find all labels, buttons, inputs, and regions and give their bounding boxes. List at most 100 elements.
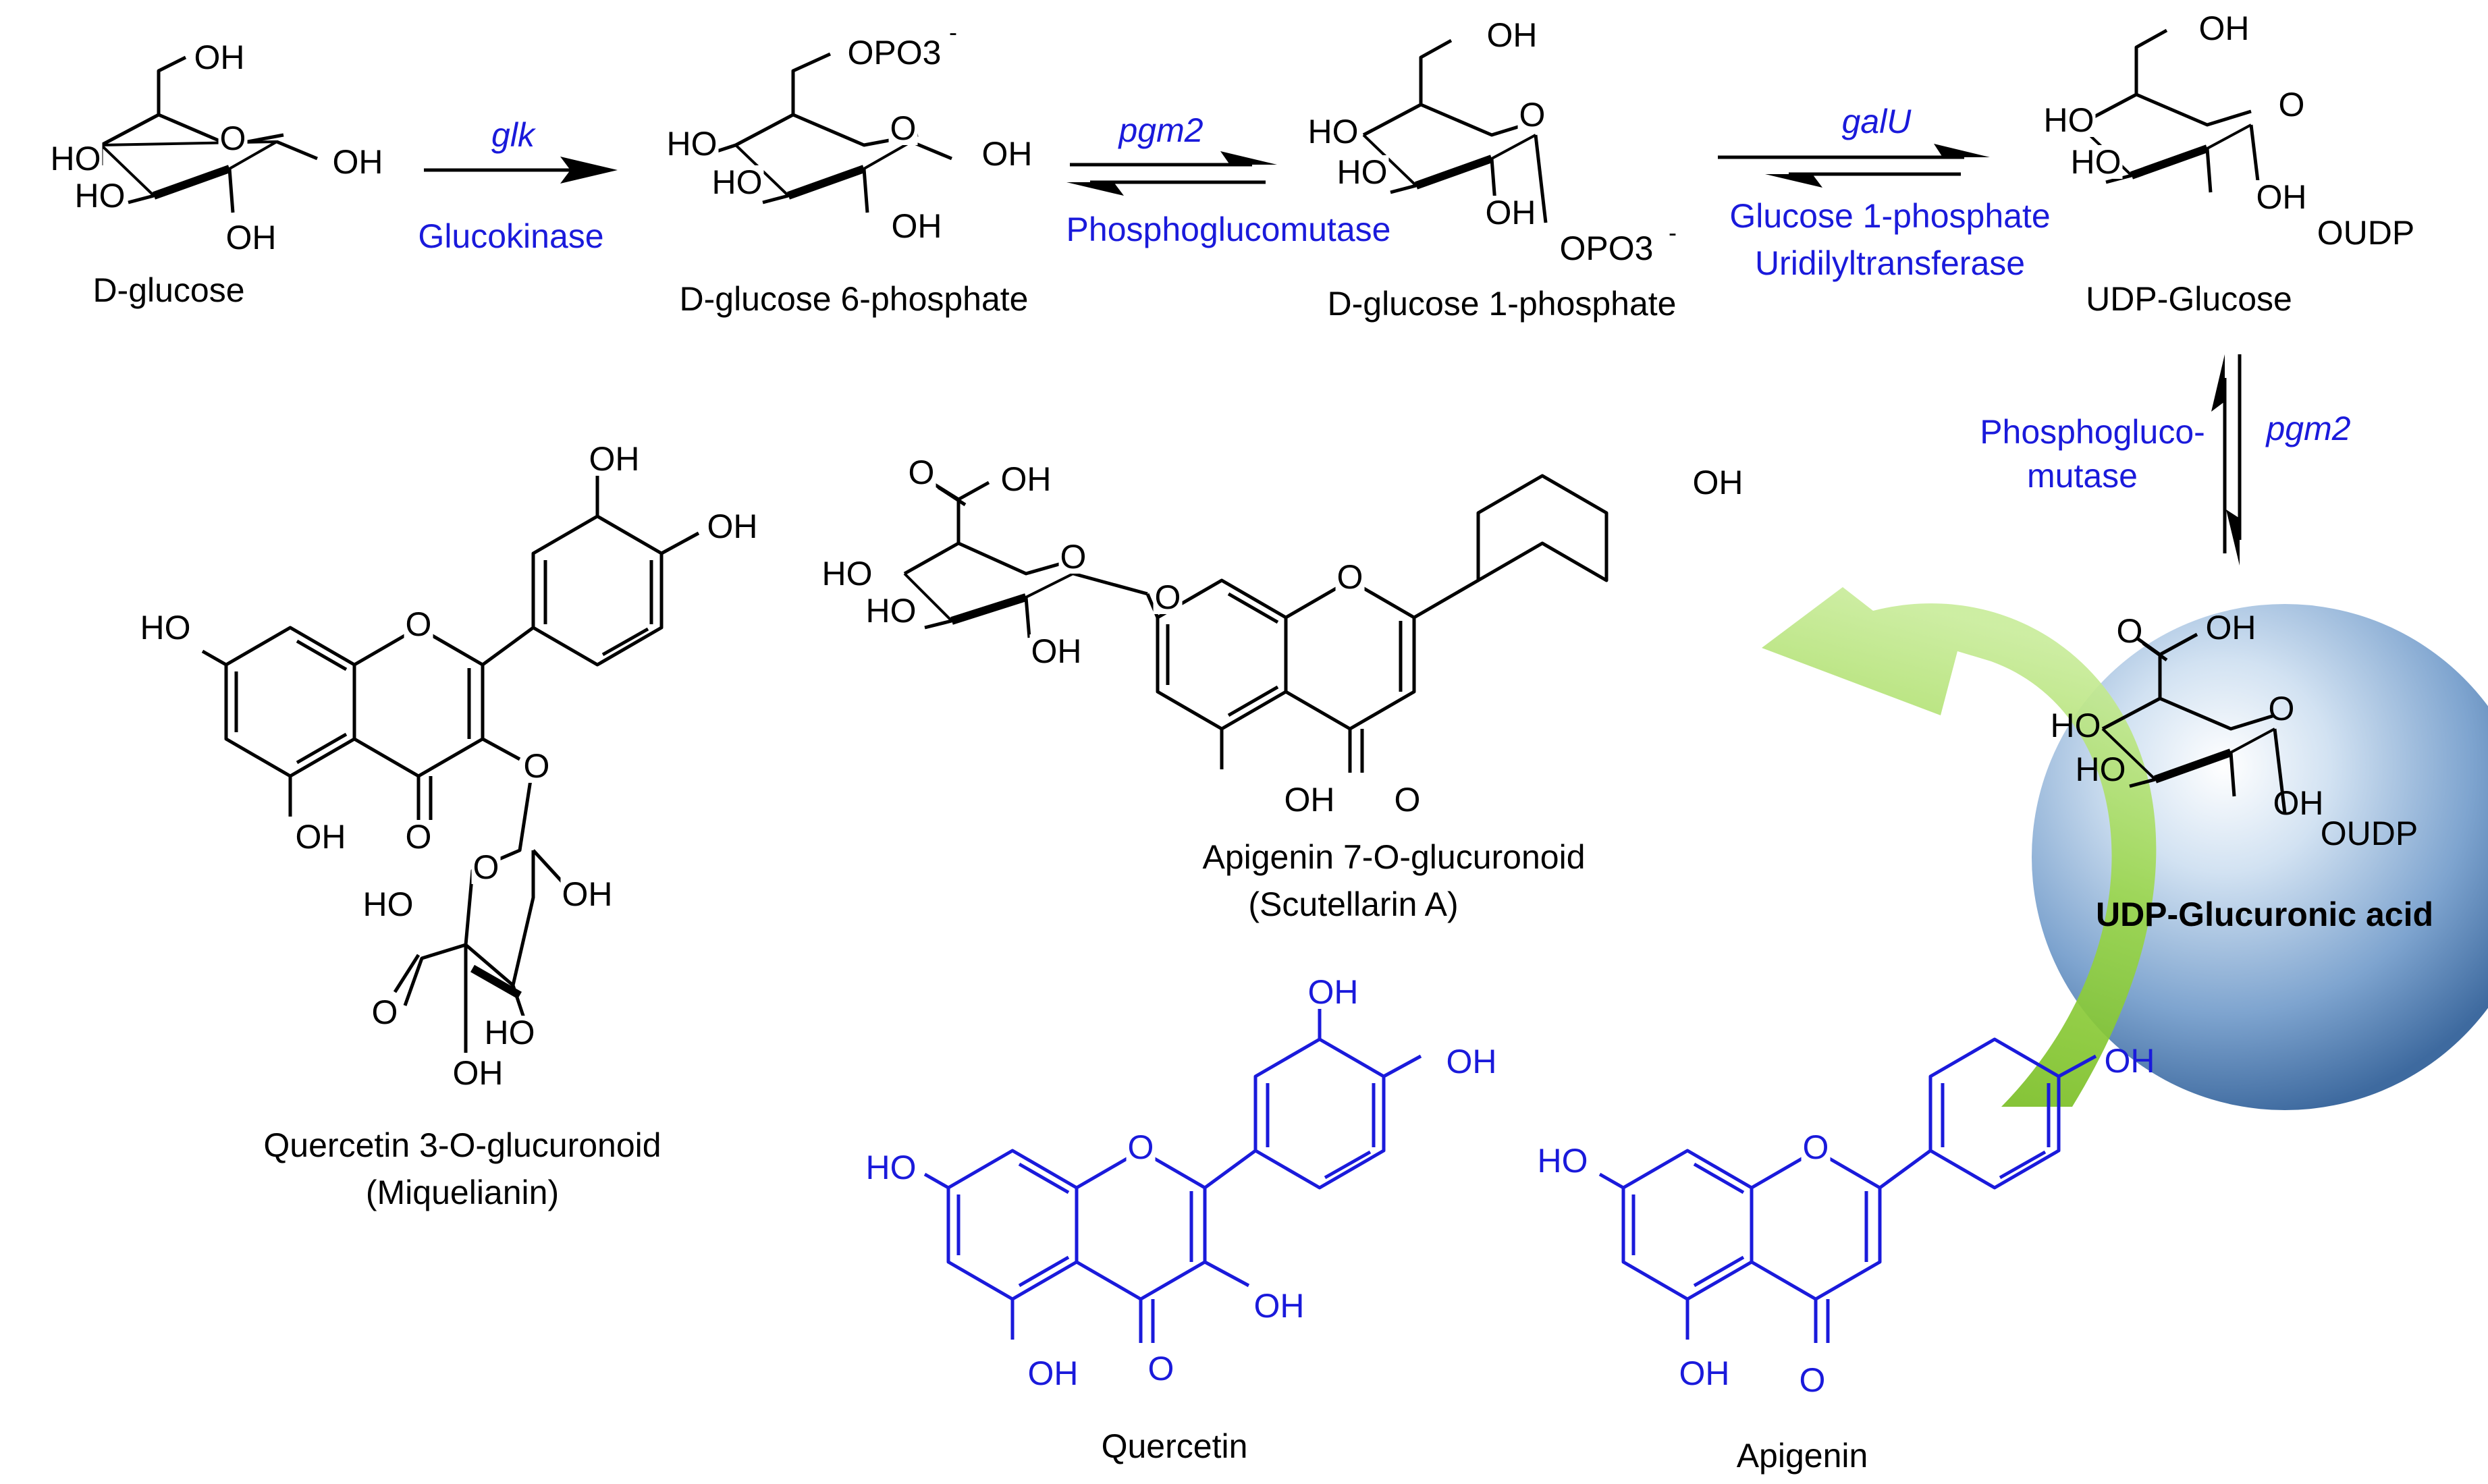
- atom-label: HO: [2075, 750, 2126, 788]
- atom-label: O: [522, 747, 551, 785]
- atom-label: O: [1126, 1128, 1156, 1166]
- atom-label: OH: [192, 38, 246, 76]
- atom-label: OH: [1282, 781, 1336, 819]
- atom-label: HO: [483, 1014, 537, 1051]
- arrow-pgm2-vertical: [2211, 354, 2242, 566]
- atom-label: O: [1797, 1361, 1827, 1399]
- atom-label: OH: [890, 207, 944, 245]
- label-pgm2b-gene: pgm2: [2266, 410, 2351, 447]
- atom-label: OH: [1029, 632, 1083, 670]
- label-galU-name-1: Glucose 1-phosphate: [1729, 197, 2051, 235]
- atom-label: HO: [1536, 1142, 1590, 1180]
- atom-label: O: [1801, 1128, 1831, 1166]
- label-udp-glucuronic-acid: UDP-Glucuronic acid: [2095, 896, 2434, 933]
- atom-label: OPO3: [846, 34, 943, 72]
- quercetin-structure: [923, 995, 1422, 1343]
- atom-label: HO: [49, 140, 103, 177]
- atom-label: OH: [2197, 9, 2251, 47]
- glucuronyl-transfer-arrow: [1762, 587, 2157, 1107]
- atom-label: O: [1335, 558, 1365, 596]
- atom-label: O: [404, 818, 433, 856]
- atom-label: OH: [587, 440, 641, 478]
- label-apigenin-glucuronoid: Apigenin 7-O-glucuronoid: [1202, 838, 1586, 876]
- atom-label: HO: [73, 177, 127, 215]
- label-udp-glucose: UDP-Glucose: [2086, 280, 2292, 318]
- udp-glucose-structure: [2078, 28, 2263, 210]
- atom-label: O: [2268, 690, 2295, 727]
- atom-label: HO: [138, 609, 192, 647]
- label-phosphoglucomutase: Phosphoglucomutase: [1066, 211, 1391, 248]
- atom-label: HO: [2050, 707, 2101, 744]
- atom-label: OH: [705, 507, 759, 545]
- atom-label: OH: [224, 219, 278, 256]
- atom-label: OH: [1484, 194, 1538, 231]
- label-pgm2-gene: pgm2: [1118, 111, 1204, 149]
- atom-label: OH: [1485, 16, 1539, 54]
- atom-label: HO: [2042, 101, 2096, 139]
- atom-label: O: [888, 109, 918, 147]
- atom-label: O: [471, 848, 501, 886]
- atom-label: O: [1392, 781, 1422, 819]
- atom-label: OH: [999, 460, 1053, 498]
- atom-label: OPO3: [1558, 229, 1655, 267]
- label-quercetin-glucuronoid-alt: (Miquelianin): [365, 1174, 560, 1211]
- label-apigenin: Apigenin: [1736, 1437, 1868, 1475]
- quercetin-glucuronoid-structure: [201, 472, 700, 1053]
- atom-label: OH: [294, 818, 348, 856]
- label-pgm2b-name-2: mutase: [2027, 457, 2138, 495]
- arrow-galU-equilibrium: [1718, 144, 1990, 188]
- label-pgm2b-name-1: Phosphogluco-: [1980, 413, 2205, 451]
- atom-label: OH: [1252, 1287, 1306, 1325]
- atom-label: O: [404, 605, 433, 643]
- atom-label: O: [1058, 538, 1088, 576]
- arrow-glk: [424, 157, 618, 184]
- atom-label: OUDP: [2320, 815, 2418, 852]
- udp-glucuronic-structure: [2101, 632, 2287, 814]
- atom-label: OUDP: [2315, 214, 2416, 252]
- atom-label: O: [1517, 96, 1547, 134]
- atom-label: OH: [1306, 973, 1360, 1011]
- label-glucokinase: Glucokinase: [418, 217, 604, 255]
- atom-label: OH: [1677, 1354, 1731, 1392]
- atom-label: O: [370, 993, 400, 1031]
- atom-label: HO: [1335, 153, 1389, 191]
- atom-label: O: [1146, 1350, 1176, 1387]
- label-apigenin-glucuronoid-alt: (Scutellarin A): [1248, 885, 1459, 923]
- atom-label: HO: [2069, 143, 2123, 181]
- label-quercetin: Quercetin: [1101, 1427, 1248, 1465]
- atom-label: HO: [710, 163, 764, 201]
- atom-label: -: [1669, 219, 1677, 246]
- atom-label: O: [1153, 578, 1183, 616]
- label-glk-gene: glk: [491, 116, 535, 154]
- label-d-glucose: D-glucose: [92, 271, 245, 309]
- atom-label: HO: [1306, 113, 1360, 150]
- udp-glucuronic-sphere: [2032, 604, 2488, 1110]
- atom-label: O: [218, 119, 248, 157]
- d-glucose-structure: [99, 55, 318, 213]
- atom-label: HO: [864, 1149, 918, 1186]
- atom-label: -: [949, 18, 957, 46]
- atom-label: HO: [665, 125, 719, 163]
- atom-label: OH: [2254, 178, 2308, 216]
- arrow-pgm2-equilibrium: [1066, 151, 1277, 196]
- atom-label: OH: [451, 1054, 505, 1092]
- label-g1p: D-glucose 1-phosphate: [1327, 285, 1677, 323]
- atom-label: O: [2277, 86, 2306, 123]
- g1p-structure: [1362, 38, 1548, 223]
- atom-label: OH: [1444, 1043, 1498, 1080]
- atom-label: OH: [2104, 1042, 2155, 1080]
- apigenin-glucuronoid-structure: [903, 474, 1608, 773]
- atom-label: OH: [560, 875, 614, 913]
- atom-label: O: [907, 454, 936, 491]
- atom-label: OH: [980, 135, 1034, 173]
- label-g6p: D-glucose 6-phosphate: [679, 280, 1029, 318]
- apigenin-structure: [1598, 1037, 2097, 1343]
- atom-label: OH: [1691, 464, 1745, 501]
- atom-label: HO: [361, 885, 415, 923]
- label-galU-name-2: Uridilyltransferase: [1754, 244, 2026, 282]
- atom-label: HO: [820, 555, 874, 593]
- atom-label: O: [2116, 612, 2143, 650]
- atom-label: HO: [864, 592, 918, 630]
